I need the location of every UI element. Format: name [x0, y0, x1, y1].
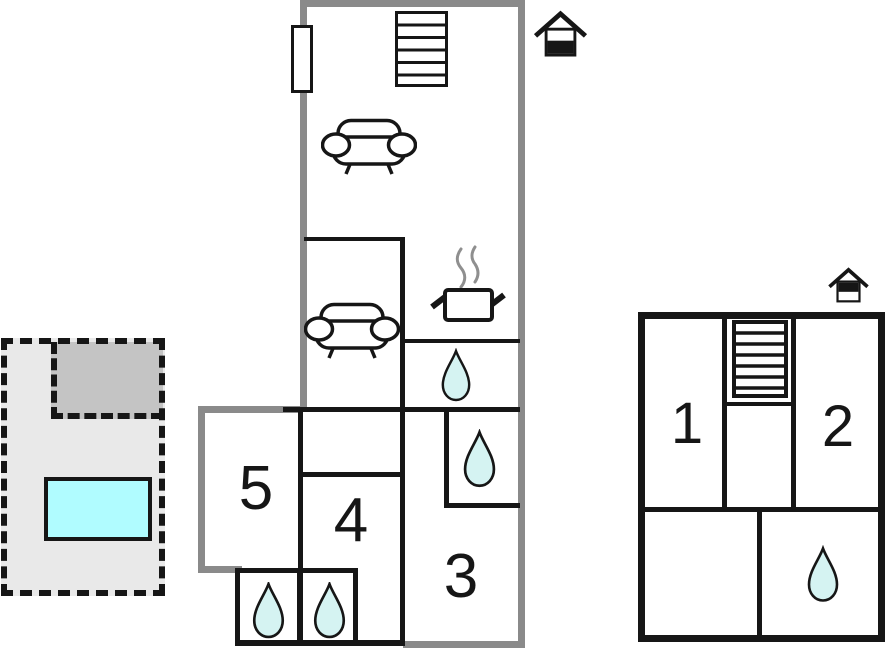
stairs-icon: [395, 11, 448, 87]
ground-floor-indicator-icon: [533, 10, 588, 57]
wall: [444, 412, 449, 507]
room-label-1: 1: [670, 391, 704, 456]
wall: [722, 319, 727, 512]
wall: [444, 503, 520, 508]
wall: [757, 512, 762, 635]
wall: [645, 507, 878, 512]
wall: [518, 0, 525, 648]
window-icon: [291, 25, 313, 93]
wall: [198, 406, 205, 573]
wall: [283, 407, 520, 412]
room-label-4: 4: [333, 486, 369, 555]
water-drop-icon: [441, 348, 471, 402]
wall: [403, 641, 525, 648]
water-drop-icon: [463, 429, 496, 488]
wall: [198, 566, 242, 573]
sofa-icon: [304, 302, 400, 359]
wall: [298, 410, 303, 642]
water-drop-icon: [313, 582, 346, 639]
stove-icon: [430, 245, 506, 322]
wall: [300, 0, 307, 412]
upper-floor-indicator-icon: [828, 267, 869, 303]
paved-area: [51, 342, 163, 419]
wall: [400, 410, 405, 642]
wall: [405, 339, 520, 343]
room-label-2: 2: [821, 394, 855, 459]
room-label-3: 3: [443, 542, 479, 611]
terrace-dashed-border: [1, 338, 165, 596]
wall: [791, 319, 796, 512]
wall: [400, 237, 405, 411]
pool: [44, 477, 152, 541]
water-drop-icon: [252, 582, 285, 639]
stair-landing-line: [727, 402, 791, 406]
wall: [304, 237, 404, 241]
upper-floor-outline: [638, 312, 885, 642]
water-drop-icon: [807, 545, 839, 602]
stairs-icon: [732, 320, 788, 398]
wall: [198, 406, 303, 413]
room-label-5: 5: [238, 454, 274, 523]
wall: [300, 0, 525, 7]
wall: [298, 472, 405, 477]
sofa-icon: [321, 118, 417, 175]
wall: [235, 640, 405, 646]
